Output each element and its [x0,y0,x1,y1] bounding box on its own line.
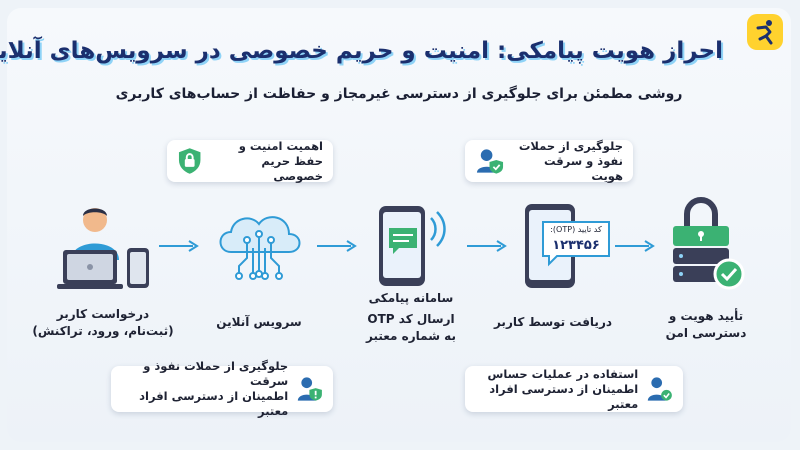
bottom-right-line1: استفاده در عملیات حساس [488,366,640,381]
attack-card-line2: نفوذ و سرقت هویت [544,153,624,183]
page-title: احراز هویت پیامکی: امنیت و حریم خصوصی در… [0,38,724,64]
verify-access-line2: دسترسی امن [666,326,748,340]
user-request-line2: (ثبت‌نام، ورود، تراکنش) [33,324,175,338]
user-laptop-illustration [58,208,150,289]
sms-send-line2: به شماره معتبر [367,329,457,343]
sms-system-title: سامانه پیامکی [369,291,455,305]
flow-arrow-icon [616,240,656,252]
privacy-card: اهمیت امنیت و حفظ حریم خصوصی [168,138,334,183]
bottom-left-line2: اطمینان از دسترسی افراد معتبر [140,389,290,418]
sms-system-label: سامانه پیامکی ارسال کد OTP به شماره معتب… [342,290,482,345]
online-service-label: سرویس آنلاین [217,315,303,329]
verify-access-label: تأیید هویت و دسترسی امن [642,308,772,342]
bottom-left-line1: جلوگیری از حملات نفوذ و سرقت [144,359,290,388]
shield-lock-icon [179,148,202,174]
otp-phone-icon [526,204,611,288]
privacy-card-line1: اهمیت امنیت و [239,138,324,153]
user-receive-label: دریافت توسط کاربر [494,315,614,329]
flow-arrow-icon [468,240,508,252]
attack-card-line1: جلوگیری از حملات [519,138,624,153]
attack-prevention-bottom-card: جلوگیری از حملات نفوذ و سرقت اطمینان از … [112,359,334,418]
otp-bubble-label: کد تایید (OTP): [551,225,603,234]
secure-server-icon [674,197,746,290]
user-request-label: درخواست کاربر (ثبت‌نام، ورود، تراکنش) [24,306,184,340]
brand-logo [748,14,784,50]
flow-arrow-icon [160,240,200,252]
user-request-line1: درخواست کاربر [57,307,151,321]
runner-icon [757,20,774,45]
user-warning-shield-icon [298,377,324,401]
sms-phone-icon [380,206,447,286]
verify-access-line1: تأیید هویت و [669,309,745,323]
page-subtitle: روشی مطمئن برای جلوگیری از دسترسی غیرمجا… [116,86,684,102]
otp-code: ۱۲۳۴۵۶ [553,238,601,253]
sensitive-ops-card: استفاده در عملیات حساس اطمینان از دسترسی… [466,366,684,412]
privacy-card-line2: حفظ حریم خصوصی [262,153,324,183]
flow-arrow-icon [318,240,358,252]
cloud-network-icon [220,216,302,280]
user-check-icon [649,377,674,401]
user-shield-icon [477,149,505,174]
attack-prevention-card: جلوگیری از حملات نفوذ و سرقت هویت [466,138,634,183]
sms-send-line1: ارسال کد OTP [368,312,456,326]
bottom-right-line2: اطمینان از دسترسی افراد معتبر [490,381,640,411]
